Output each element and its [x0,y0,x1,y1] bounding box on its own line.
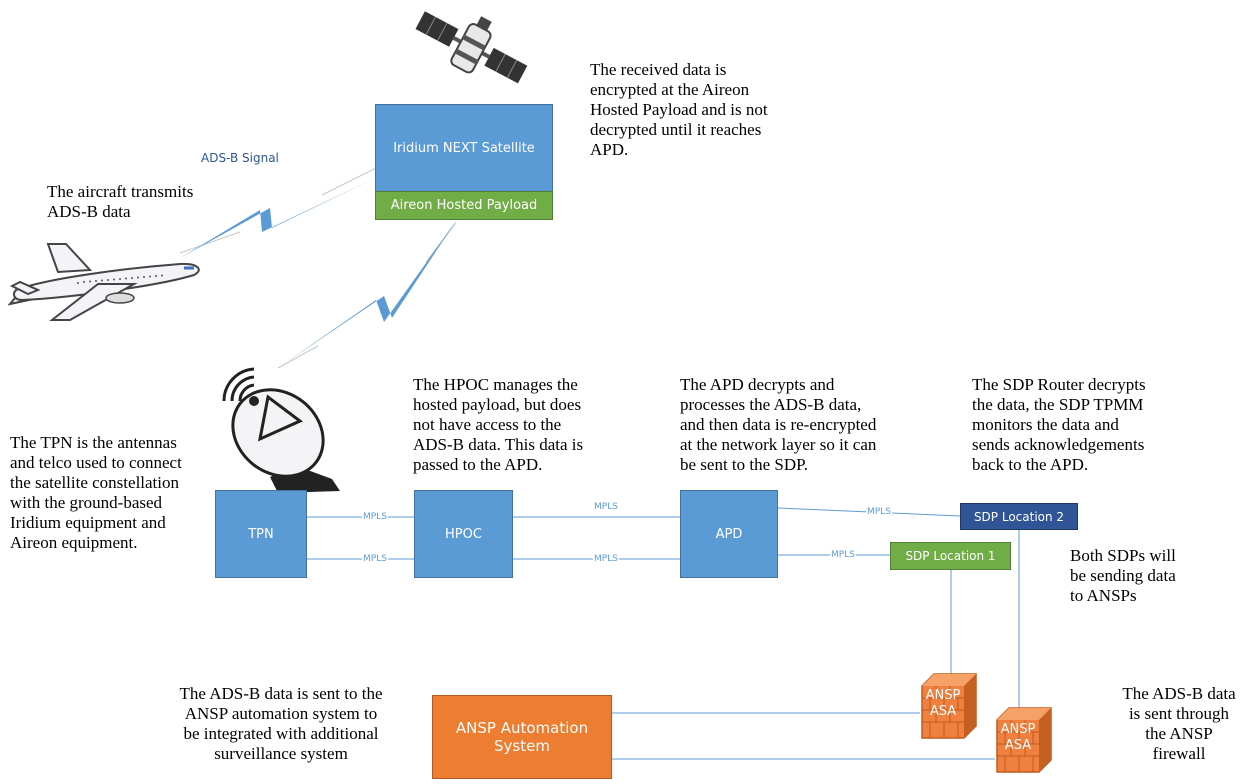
firewall-icon [921,673,977,739]
sdp-location-2-box: SDP Location 2 [960,503,1078,530]
note-hpoc: The HPOC manages the hosted payload, but… [413,375,584,474]
ansp-asa-firewall-2: ANSP ASA [995,706,1053,774]
apd-box: APD [680,490,778,578]
airplane-icon [8,243,200,321]
ansp-asa-firewall-1: ANSP ASA [920,672,978,740]
note-satellite-encryption: The received data is encrypted at the Ai… [590,60,768,159]
mpls-label-tpn-hpoc-bottom: MPLS [362,554,388,564]
mpls-label-apd-sdp1: MPLS [830,550,856,560]
mpls-label-tpn-hpoc-top: MPLS [362,512,388,522]
note-tpn: The TPN is the antennas and telco used t… [10,433,182,552]
mpls-label-hpoc-apd-top: MPLS [593,502,619,512]
ansp-automation-system-box: ANSP Automation System [432,695,612,779]
note-apd: The APD decrypts and processes the ADS-B… [680,375,877,474]
ads-b-signal-bolt-1 [180,178,375,258]
note-sdp: The SDP Router decrypts the data, the SD… [972,375,1146,474]
aireon-hosted-payload-box: Aireon Hosted Payload [375,191,553,220]
satellite-dish-icon [222,367,340,493]
tpn-box: TPN [215,490,307,578]
satellite-icon [415,11,528,84]
sdp-location-1-box: SDP Location 1 [890,542,1011,570]
ads-b-signal-bolt-2 [278,218,458,368]
mpls-label-apd-sdp2: MPLS [866,507,892,517]
firewall-icon [996,707,1052,773]
note-both-sdps: Both SDPs will be sending data to ANSPs [1070,546,1176,605]
hpoc-box: HPOC [414,490,513,578]
iridium-next-satellite-box: Iridium NEXT Satellite [375,104,553,192]
note-ansp-automation: The ADS-B data is sent to the ANSP autom… [179,684,383,763]
note-firewall: The ADS-B data is sent through the ANSP … [1122,684,1236,763]
ads-b-signal-label: ADS-B Signal [201,151,279,165]
mpls-label-hpoc-apd-bottom: MPLS [593,554,619,564]
note-aircraft: The aircraft transmits ADS-B data [47,182,194,221]
